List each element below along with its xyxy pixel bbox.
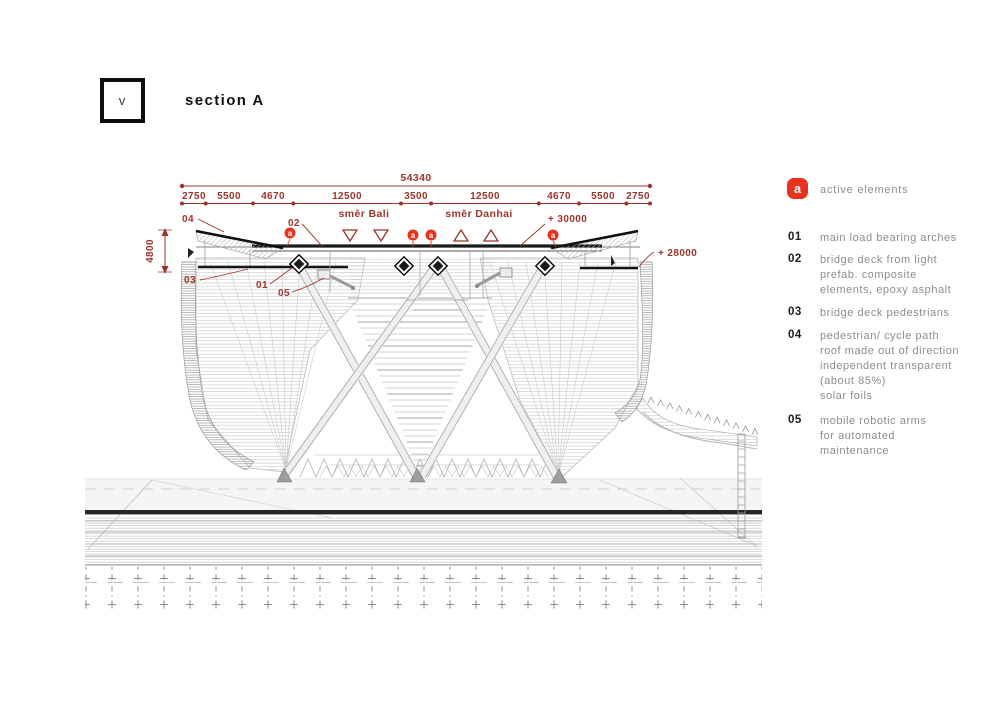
ramp-roof-spikes (647, 396, 759, 435)
svg-text:4670: 4670 (547, 191, 571, 202)
callout-01: 01 (256, 280, 268, 291)
callout-04: 04 (182, 214, 194, 225)
legend-num: 01 (788, 231, 802, 243)
svg-text:3500: 3500 (404, 191, 428, 202)
legend-num: 02 (788, 253, 802, 265)
legend-num: 03 (788, 306, 802, 318)
robotic-arm (475, 267, 513, 288)
legend-num: 05 (788, 414, 802, 426)
dim-total: 54340 (400, 172, 431, 184)
view-marker-box: v (100, 78, 145, 123)
winglet-right (550, 229, 639, 270)
active-element-markers: a a a a (284, 227, 559, 248)
svg-text:5500: 5500 (591, 191, 615, 202)
winglet-left (188, 229, 348, 269)
svg-text:12500: 12500 (332, 191, 362, 202)
active-marker: a (288, 229, 293, 238)
arch-foot (276, 467, 293, 483)
ramp-support-column (737, 433, 746, 539)
callout-02: 02 (288, 218, 300, 229)
active-marker: a (411, 231, 416, 240)
hull-right-mass (479, 257, 639, 479)
direction-label-left: směr Bali (339, 208, 390, 220)
svg-text:4670: 4670 (261, 191, 285, 202)
hull-left-edge (180, 261, 255, 471)
soil-symbol-row (85, 599, 762, 612)
dim-segment-labels: 2750 5500 4670 12500 3500 12500 4670 550… (182, 191, 650, 202)
direction-label-right: směr Danhai (445, 208, 512, 220)
arch-foot (409, 467, 426, 483)
ramp-right (635, 397, 758, 447)
level-deck: + 30000 (548, 214, 587, 225)
soil-dash-row (85, 580, 762, 585)
arch-foot (550, 468, 568, 484)
dim-height: 4800 (145, 228, 172, 274)
dim-ticks (180, 201, 652, 206)
hull-rib-fans (209, 261, 617, 477)
ground-strata (85, 516, 762, 565)
svg-text:2750: 2750 (182, 191, 206, 202)
active-elements-icon: a (787, 178, 808, 199)
main-arches (279, 259, 564, 484)
ground-line (85, 510, 762, 515)
legend-caption: active elements (820, 184, 909, 196)
active-marker: a (429, 231, 434, 240)
callout-05: 05 (278, 288, 290, 299)
bridge-structure (180, 229, 759, 539)
view-marker: v (118, 93, 127, 108)
direction-arrows-up (452, 228, 500, 242)
ground-plane (85, 477, 762, 612)
soil-symbol-row (85, 567, 762, 580)
deck-posts (329, 252, 484, 300)
svg-text:5500: 5500 (217, 191, 241, 202)
arch-section-diamonds (288, 253, 556, 277)
legend-num: 04 (788, 329, 802, 341)
svg-text:2750: 2750 (626, 191, 650, 202)
soil-tick-row (85, 586, 762, 597)
active-marker: a (551, 231, 556, 240)
svg-text:4800: 4800 (145, 239, 156, 263)
svg-text:12500: 12500 (470, 191, 500, 202)
direction-arrows-down (341, 229, 390, 243)
dimension-annotations: 54340 2750 5500 4670 12500 3500 12500 46… (145, 172, 697, 299)
hull-right-edge (614, 261, 654, 423)
callout-03: 03 (184, 275, 196, 286)
level-wing: + 28000 (658, 248, 697, 259)
page-title: section A (185, 92, 265, 109)
robotic-arm (317, 269, 355, 290)
